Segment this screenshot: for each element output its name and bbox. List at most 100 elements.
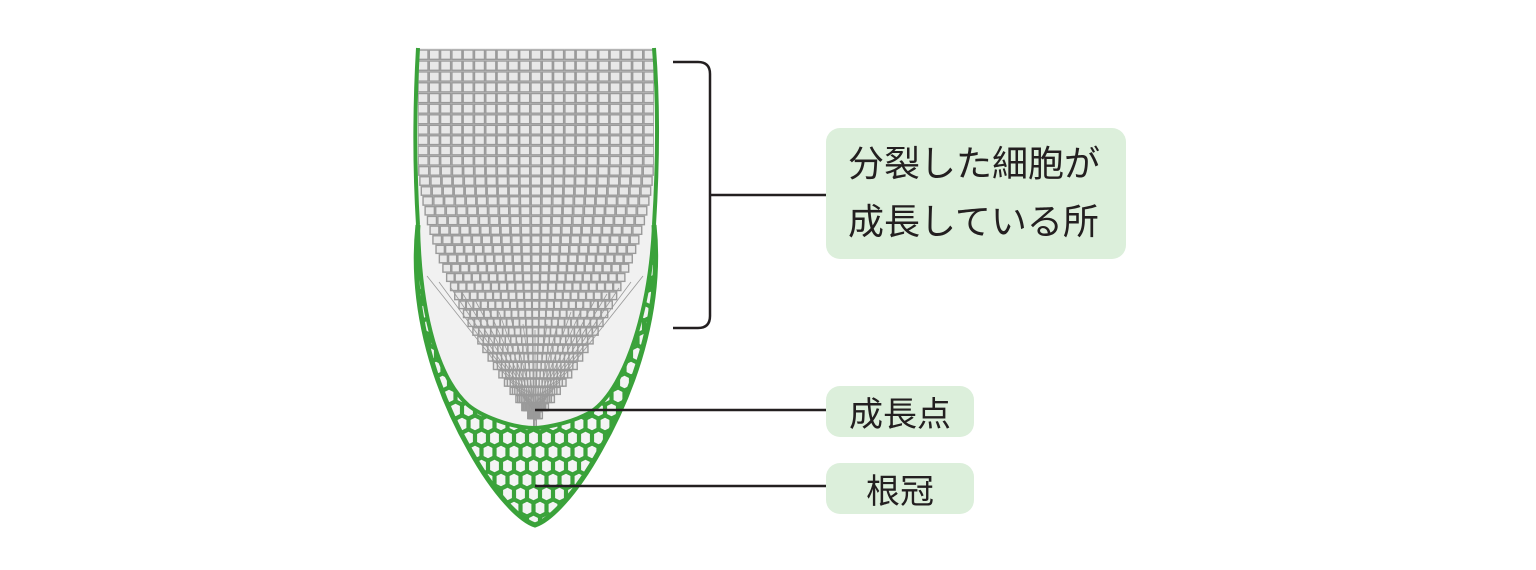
cell [490,225,501,236]
cell [451,60,463,71]
cell [575,263,585,273]
root-cap-cell [416,499,432,517]
cell [608,272,618,283]
cell [485,135,497,146]
root-cap-cell [446,485,465,503]
root-cap-cell [427,471,445,489]
converging-line [438,281,536,413]
root-cap-cell [416,485,426,503]
cell [519,49,531,61]
cell [556,272,566,283]
root-cap-cell [635,415,653,433]
cell [640,186,652,196]
cell [464,244,474,255]
cell [643,103,654,114]
cell [485,82,497,93]
cell [471,235,482,245]
root-cap-cell [433,513,452,525]
cell [569,244,579,255]
cell [557,263,568,273]
cell [509,300,518,310]
cell [471,272,481,283]
cell [538,309,547,319]
cell [485,155,497,166]
cell [447,215,458,226]
cell [541,205,552,216]
converging-line [462,293,536,413]
cell [598,155,610,166]
root-cap-cell [596,499,614,517]
cell [611,225,623,236]
root-cap-cell [472,485,491,503]
root-cap-cell [628,513,647,525]
converging-line [486,305,536,413]
cell [604,282,614,292]
cell [494,254,504,264]
cell [561,378,567,387]
cell [418,92,429,104]
cell [609,124,621,135]
cell [507,49,520,61]
cell [552,196,564,206]
cell [564,71,576,82]
root-cap-cell [589,513,608,525]
cell [473,318,482,328]
cell [439,49,452,61]
cell [474,165,486,176]
cell [507,124,520,135]
cell [462,145,474,156]
cell [643,82,654,93]
cell [418,155,429,166]
cell [609,92,621,104]
cell [632,49,644,61]
root-cap-cell [609,499,627,517]
root-cap-cell [648,387,656,405]
cell [515,282,524,292]
cell [540,254,550,264]
cell [485,291,494,301]
cell [598,103,610,114]
cell [544,318,553,328]
cell [496,49,508,61]
cell [498,205,510,216]
root-cap-cell [583,499,601,517]
cell [428,92,440,104]
cell [442,186,454,196]
cell [553,300,562,310]
cell [540,263,550,273]
cell [541,82,553,93]
root-cap-cell [446,457,465,475]
cell [500,291,509,301]
cell [435,205,446,216]
cell [432,235,443,245]
cell [530,155,542,166]
root-cap-cell [433,429,452,447]
cell [462,71,474,82]
cell [439,135,452,146]
cell [596,318,604,328]
cell [496,82,508,93]
cell [469,291,478,301]
cell [573,272,583,283]
cell [619,235,630,245]
cell [643,71,654,82]
growing-zone-label-line2: 成長している所 [848,201,1099,243]
cell [519,165,531,176]
cell [575,135,587,146]
cell [487,196,499,206]
cell [488,272,498,283]
cell [442,235,453,245]
cell [462,49,474,61]
cell [564,282,573,292]
cell [620,263,630,273]
cell [519,71,531,82]
cell [541,103,553,114]
root-cap-cell [609,443,627,461]
cell [457,254,467,264]
root-cap-cell [416,401,426,419]
cell [482,282,492,292]
cell [418,165,430,176]
cell [574,186,586,196]
cell [554,291,564,301]
cell [624,215,635,226]
